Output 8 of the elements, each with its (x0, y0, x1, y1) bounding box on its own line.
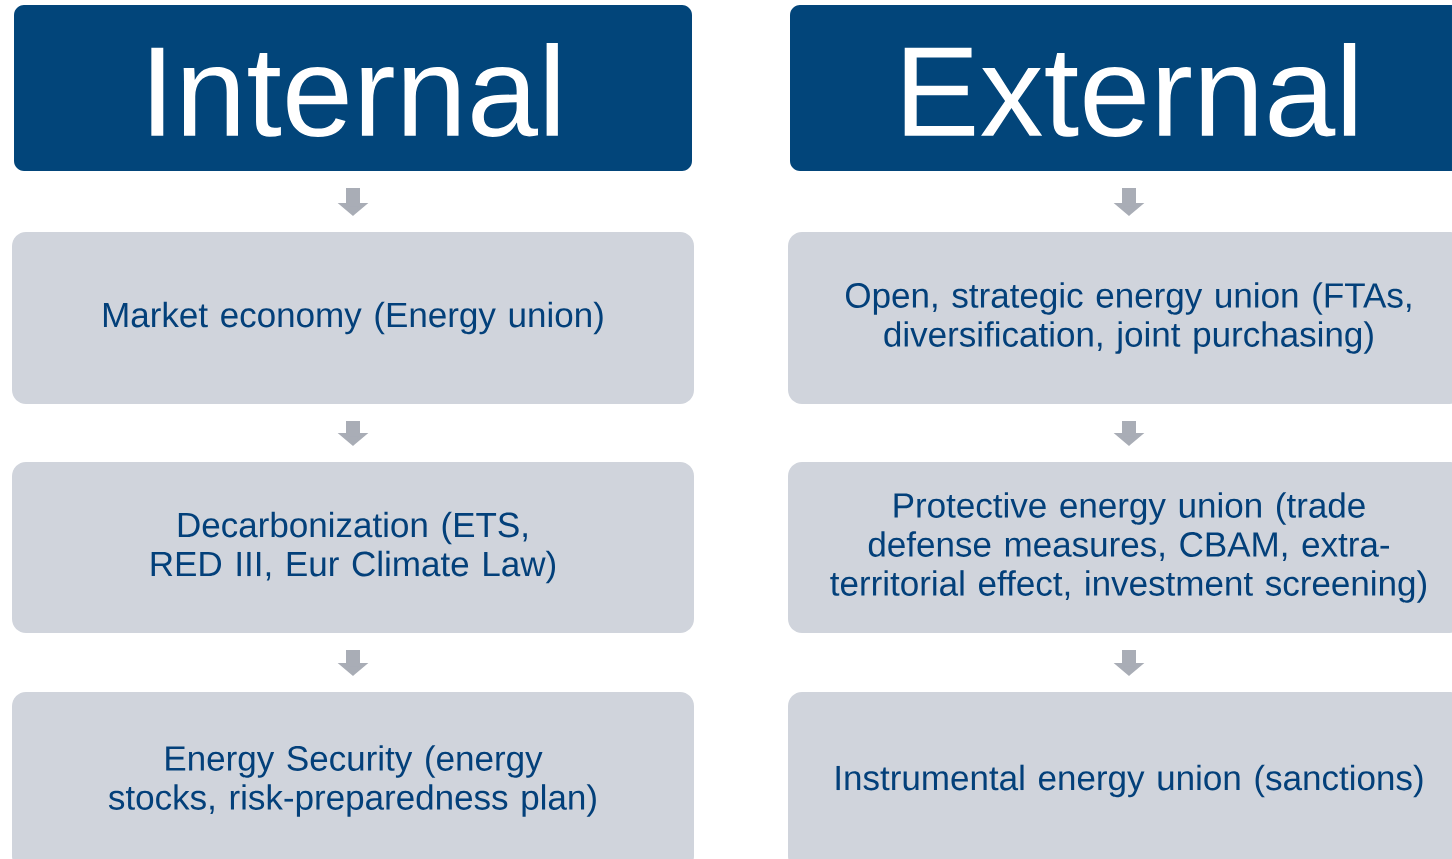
header-box: Internal (14, 5, 692, 171)
text-box: Protective energy union (trade defense measures, CBAM, extra-territorial effect, investment screening) (788, 462, 1452, 633)
header-box: External (790, 5, 1452, 171)
text-box: Decarbonization (ETS, RED III, Eur Climate Law) (12, 462, 694, 633)
text-box: Energy Security (energy stocks, risk-preparedness plan) (12, 692, 694, 859)
text-box: Market economy (Energy union) (12, 232, 694, 404)
text-box: Instrumental energy union (sanctions) (788, 692, 1452, 859)
text-box: Open, strategic energy union (FTAs, diversification, joint purchasing) (788, 232, 1452, 404)
